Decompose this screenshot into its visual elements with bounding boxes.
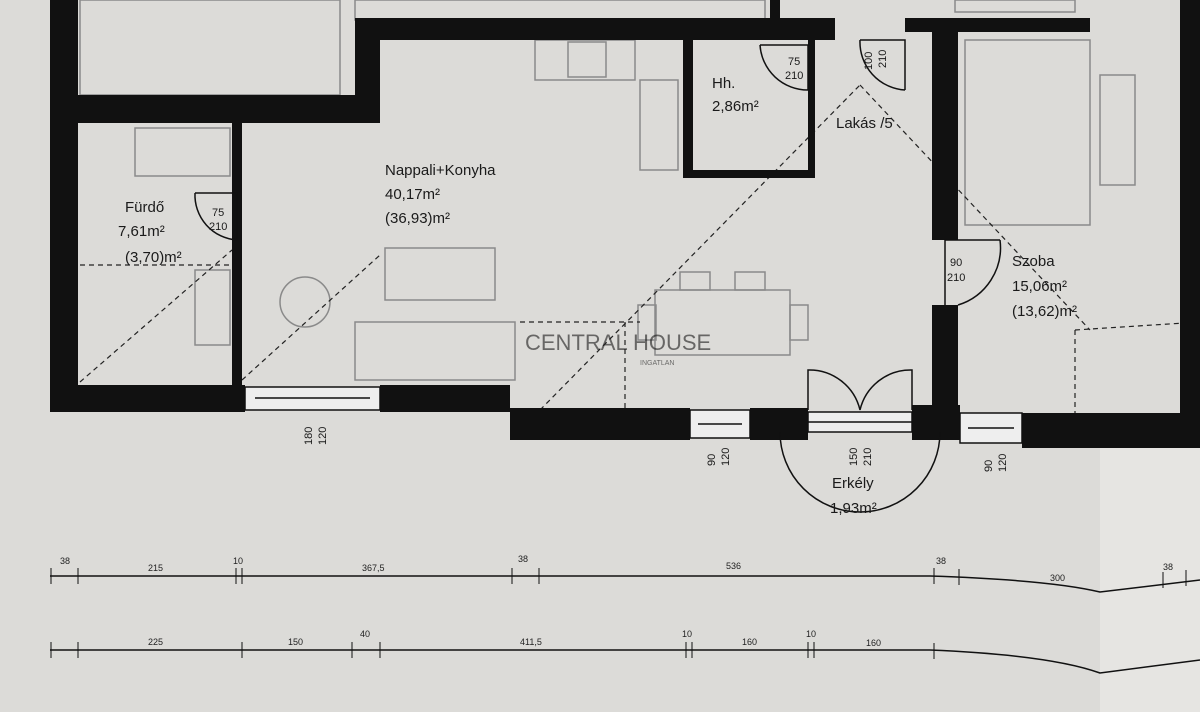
dimension-labels: 38 215 10 367,5 38 536 38 300 38 225 150…: [60, 554, 1173, 648]
room-area-erkely: 1,93m²: [830, 500, 877, 517]
room-area-nappali: 40,17m²: [385, 186, 440, 203]
room-name-nappali: Nappali+Konyha: [385, 162, 496, 179]
room-name-erkely: Erkély: [832, 475, 874, 492]
apartment-label: Lakás /5: [836, 115, 893, 132]
opening-h: 210: [862, 448, 874, 466]
furniture: [79, 0, 1136, 381]
dimension-label: 411,5: [520, 637, 542, 647]
room-name-szoba: Szoba: [1012, 253, 1055, 270]
opening-h: 120: [720, 448, 732, 466]
dimension-label: 536: [726, 561, 741, 571]
dimension-label: 38: [518, 554, 528, 564]
dashed-lines: [79, 84, 1200, 415]
watermark: CENTRAL HOUSE INGATLAN: [525, 330, 711, 367]
opening-w: 90: [706, 454, 718, 466]
doors: [194, 39, 1002, 513]
dimension-label: 300: [1050, 573, 1065, 583]
room-net-area-furdo: (3,70)m²: [125, 249, 182, 266]
room-area-hh: 2,86m²: [712, 98, 759, 115]
opening-h: 120: [997, 454, 1009, 472]
dimension-lines: [50, 568, 1200, 674]
opening-w: 100: [863, 52, 875, 70]
room-area-szoba: 15,06m²: [1012, 278, 1067, 295]
opening-w: 75: [212, 207, 224, 219]
dimension-label: 10: [806, 629, 816, 639]
opening-w: 75: [788, 56, 800, 68]
dimension-label: 38: [936, 556, 946, 566]
opening-w: 90: [950, 257, 962, 269]
opening-h: 210: [785, 70, 803, 82]
watermark-sub: INGATLAN: [640, 360, 675, 367]
room-area-furdo: 7,61m²: [118, 223, 165, 240]
room-name-hh: Hh.: [712, 75, 735, 92]
dimension-label: 215: [148, 563, 163, 573]
room-name-furdo: Fürdő: [125, 199, 164, 216]
opening-h: 210: [209, 221, 227, 233]
opening-h: 210: [877, 50, 889, 68]
room-net-area-nappali: (36,93)m²: [385, 210, 450, 227]
room-labels: Fürdő 7,61m² (3,70)m² Nappali+Konyha 40,…: [118, 75, 1077, 517]
dimension-label: 38: [60, 556, 70, 566]
dimension-label: 10: [233, 556, 243, 566]
windows: [244, 386, 1023, 444]
dimension-label: 150: [288, 637, 303, 647]
dimension-label: 367,5: [362, 563, 385, 573]
dimension-label: 38: [1163, 562, 1173, 572]
watermark-brand: CENTRAL HOUSE: [525, 330, 711, 355]
dimension-label: 10: [682, 629, 692, 639]
opening-w: 180: [303, 427, 315, 445]
opening-h: 120: [317, 427, 329, 445]
dimension-label: 160: [866, 638, 881, 648]
dimension-label: 40: [360, 629, 370, 639]
dimension-label: 225: [148, 637, 163, 647]
opening-h: 210: [947, 272, 965, 284]
opening-w: 150: [848, 448, 860, 466]
opening-labels: 75 210 75 210 100 210 90 210 180 120 90 …: [209, 50, 1009, 472]
room-net-area-szoba: (13,62)m²: [1012, 303, 1077, 320]
opening-w: 90: [983, 460, 995, 472]
walls: [50, 0, 1200, 448]
dimension-label: 160: [742, 637, 757, 647]
